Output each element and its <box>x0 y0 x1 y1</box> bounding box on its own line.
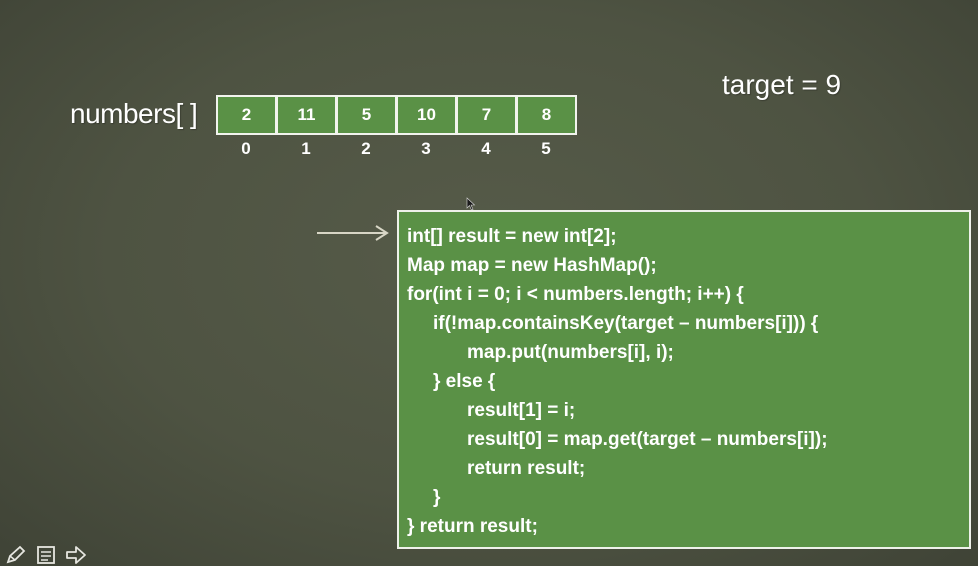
code-line: return result; <box>467 458 586 479</box>
code-line: } <box>433 487 441 508</box>
array-index: 5 <box>541 139 551 158</box>
array-index: 3 <box>421 139 431 158</box>
target-label: target = 9 <box>722 69 842 100</box>
code-line: int[] result = new int[2]; <box>407 226 617 247</box>
line-pointer-arrow-icon <box>317 225 389 241</box>
array-index: 4 <box>481 139 491 158</box>
code-panel: int[] result = new int[2]; Map map = new… <box>397 210 971 549</box>
array-cell: 10 <box>396 95 457 135</box>
code-line: map.put(numbers[i], i); <box>467 342 674 363</box>
array-cell: 2 <box>216 95 277 135</box>
code-line: } return result; <box>407 516 538 537</box>
next-slide-button[interactable] <box>64 544 88 566</box>
code-line: result[0] = map.get(target – numbers[i])… <box>467 429 828 450</box>
code-line: for(int i = 0; i < numbers.length; i++) … <box>407 284 744 305</box>
array-cells: 2 11 5 10 7 8 <box>216 95 577 135</box>
array-index: 2 <box>361 139 371 158</box>
array-index: 1 <box>301 139 311 158</box>
code-line: } else { <box>433 371 496 392</box>
pen-tool-button[interactable] <box>4 544 28 566</box>
array-indices: 0 1 2 3 4 5 <box>216 139 576 159</box>
array-cell: 11 <box>276 95 337 135</box>
code-line: Map map = new HashMap(); <box>407 255 657 276</box>
array-cell: 5 <box>336 95 397 135</box>
code-line: if(!map.containsKey(target – numbers[i])… <box>433 313 819 334</box>
array-cell: 7 <box>456 95 517 135</box>
notes-icon <box>37 546 55 564</box>
notes-button[interactable] <box>34 544 58 566</box>
presentation-toolbar <box>4 544 88 566</box>
array-index: 0 <box>241 139 251 158</box>
next-arrow-icon <box>66 546 86 564</box>
array-label: numbers[ ] <box>70 98 198 129</box>
pen-icon <box>6 545 26 564</box>
mouse-cursor-icon <box>466 197 476 211</box>
array-cell: 8 <box>516 95 577 135</box>
code-line: result[1] = i; <box>467 400 576 421</box>
